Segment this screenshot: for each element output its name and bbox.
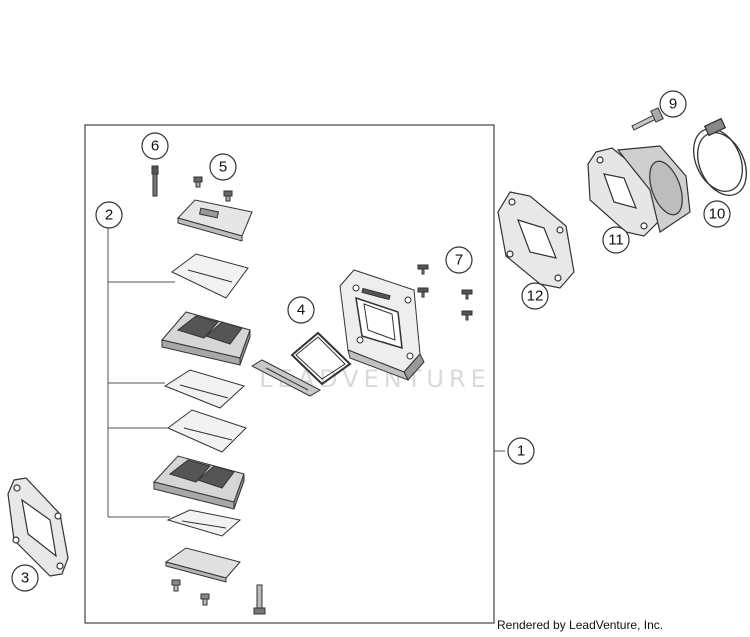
callout-1: 1 [507, 437, 535, 465]
o-ring-gasket [290, 331, 352, 386]
screw-bottom-small-b [200, 593, 210, 606]
svg-text:1: 1 [517, 443, 525, 460]
svg-text:10: 10 [709, 206, 726, 223]
callout-4: 4 [287, 296, 315, 324]
long-bolt [151, 165, 159, 197]
svg-text:5: 5 [219, 159, 227, 176]
outer-gasket [7, 477, 69, 577]
svg-text:2: 2 [105, 207, 113, 224]
leader-lines [107, 228, 505, 518]
reed-petal-middle-a [163, 369, 245, 409]
thin-gasket [250, 359, 322, 397]
svg-text:3: 3 [21, 570, 29, 587]
callout-10: 10 [703, 200, 731, 228]
screw-bottom-long [253, 584, 266, 615]
small-screw-b [223, 190, 233, 202]
reed-petal-upper [171, 253, 249, 299]
reed-stop-plate-top [177, 199, 253, 242]
render-credit: Rendered by LeadVenture, Inc. [497, 618, 664, 632]
small-screw-a [193, 176, 203, 188]
callout-12: 12 [521, 282, 549, 310]
callout-3: 3 [11, 564, 39, 592]
callout-6: 6 [141, 132, 169, 160]
callout-5: 5 [209, 153, 237, 181]
reed-valve-housing [339, 269, 425, 381]
reed-stop-plate-bottom [164, 547, 241, 583]
reed-cage-upper [161, 311, 251, 366]
svg-text:7: 7 [455, 252, 463, 269]
housing-screws [417, 264, 473, 321]
screw-bottom-small-a [171, 579, 181, 592]
svg-text:11: 11 [608, 232, 624, 249]
reed-cage-lower [153, 455, 245, 510]
callout-2: 2 [95, 201, 123, 229]
assembly-frame [84, 124, 495, 624]
callout-9: 9 [659, 90, 687, 118]
callout-11: 11 [602, 226, 630, 254]
intake-gasket [497, 191, 575, 289]
reed-petal-lower [166, 509, 242, 537]
intake-manifold [587, 145, 691, 237]
clamp-bolt [631, 107, 664, 131]
svg-text:6: 6 [151, 138, 159, 155]
svg-text:12: 12 [527, 288, 544, 305]
reed-petal-middle-b [167, 409, 247, 453]
svg-text:4: 4 [297, 302, 305, 319]
callout-7: 7 [445, 246, 473, 274]
hose-clamp [693, 117, 747, 196]
svg-text:9: 9 [669, 96, 677, 113]
